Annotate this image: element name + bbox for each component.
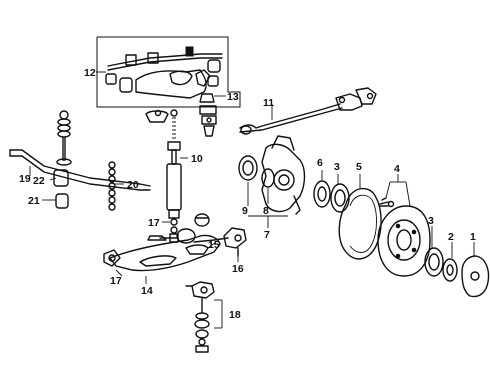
callout-10: 10 <box>191 153 203 165</box>
callout-9: 9 <box>242 205 248 217</box>
callout-19: 19 <box>19 173 31 185</box>
callout-2: 2 <box>448 231 454 243</box>
callout-11: 11 <box>263 97 274 109</box>
callout-15: 15 <box>208 239 220 251</box>
callout-17-upper: 17 <box>148 217 160 229</box>
callout-20: 20 <box>127 179 139 191</box>
knuckle-seal <box>238 155 258 181</box>
upper-ball-joint-assembly <box>145 93 217 137</box>
callout-1: 1 <box>470 231 476 243</box>
callout-16: 16 <box>232 263 244 275</box>
stabilizer-bushing <box>53 169 69 187</box>
lower-control-arm <box>103 213 247 272</box>
callout-17-lower: 17 <box>110 275 122 287</box>
callout-12: 12 <box>84 67 96 79</box>
outer-bearing <box>424 247 444 277</box>
upper-arm-bushings <box>105 59 221 93</box>
lower-arm-bushing <box>176 228 196 244</box>
steering-knuckle <box>238 135 306 215</box>
stabilizer-bracket <box>55 193 69 209</box>
callout-labels: 12 13 11 10 20 19 22 21 17 15 16 17 14 1… <box>19 67 476 321</box>
callout-3-outer: 3 <box>428 215 434 227</box>
callout-4: 4 <box>394 163 400 175</box>
callout-7: 7 <box>264 229 270 241</box>
callout-18: 18 <box>229 309 241 321</box>
leader-lines <box>29 71 475 329</box>
inner-bearing <box>313 180 331 208</box>
shock-absorber <box>166 109 182 243</box>
hub-bearing-stack <box>313 180 490 298</box>
upper-arm-pivot-shaft <box>107 53 223 67</box>
callout-22: 22 <box>33 175 45 187</box>
callout-8: 8 <box>263 205 269 217</box>
callout-14: 14 <box>141 285 153 297</box>
tie-rod-assembly <box>239 87 377 135</box>
stabilizer-link-stack <box>56 110 116 211</box>
callout-13: 13 <box>227 91 239 103</box>
inner-race <box>330 183 350 213</box>
washer <box>442 258 458 282</box>
hub-rotor <box>377 205 431 277</box>
dust-shield <box>338 187 382 260</box>
callout-3-inner: 3 <box>334 161 340 173</box>
strut-rod-end <box>223 227 247 249</box>
lower-ball-joint <box>185 281 215 353</box>
callout-6: 6 <box>317 157 323 169</box>
upper-arm-group-box <box>96 36 241 108</box>
upper-arm-group <box>96 36 241 108</box>
shaft-bolt <box>185 46 194 57</box>
callout-5: 5 <box>356 161 362 173</box>
grease-cap <box>461 255 490 298</box>
stabilizer-bar <box>9 149 151 209</box>
callout-21: 21 <box>28 195 40 207</box>
